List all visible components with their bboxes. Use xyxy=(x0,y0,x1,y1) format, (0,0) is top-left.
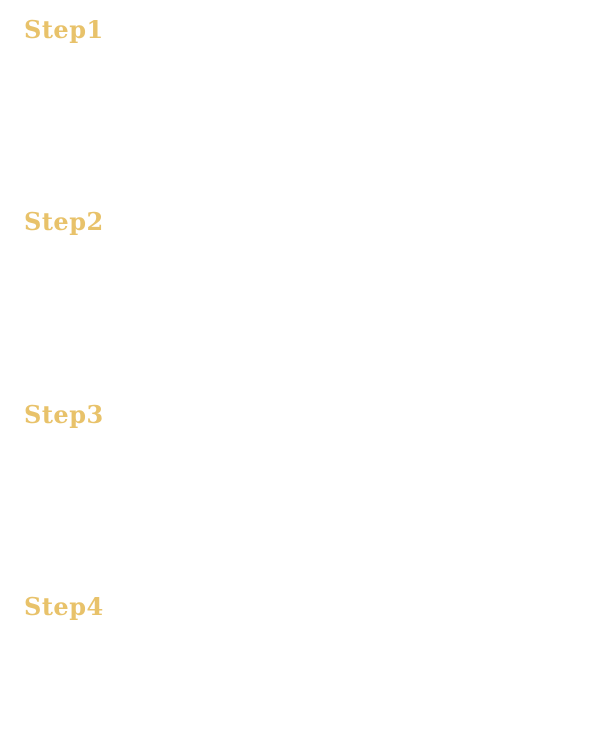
step-heading-2: Step2 xyxy=(24,207,104,236)
step-heading-3: Step3 xyxy=(24,400,104,429)
step-heading-1: Step1 xyxy=(24,15,104,44)
step-heading-4: Step4 xyxy=(24,592,104,621)
